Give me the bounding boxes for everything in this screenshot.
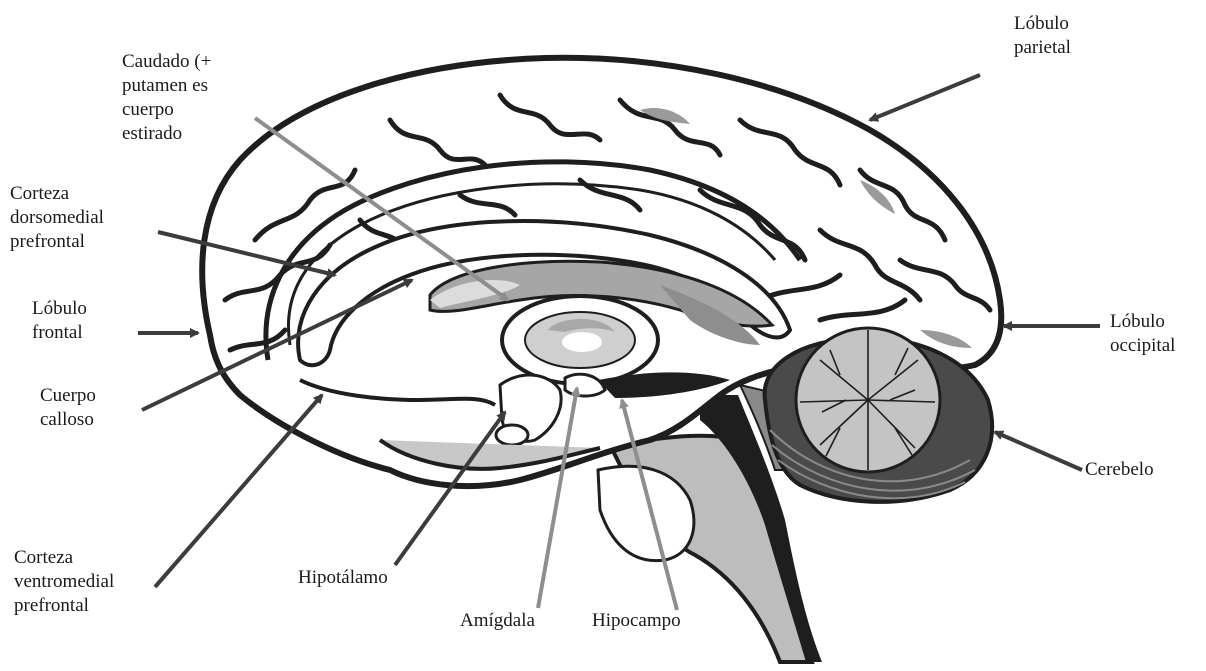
label-line: Corteza [10,182,104,206]
label-line: frontal [32,321,87,345]
label-line: prefrontal [14,594,114,618]
label-line: Lóbulo [1110,310,1175,334]
label-line: Lóbulo [32,297,87,321]
label-caudate: Caudado (+ putamen es cuerpo estirado [122,50,211,146]
label-amygdala: Amígdala [460,609,535,633]
arrow-parietal [870,75,980,120]
label-line: Hipotálamo [298,566,388,590]
label-line: putamen es [122,74,211,98]
label-parietal-lobe: Lóbulo parietal [1014,12,1071,60]
label-line: Cerebelo [1085,458,1154,482]
label-cerebellum: Cerebelo [1085,458,1154,482]
arrow-ventromedial [155,395,322,587]
label-line: cuerpo [122,98,211,122]
thalamus-center [562,332,602,352]
label-line: ventromedial [14,570,114,594]
label-hippocampus: Hipocampo [592,609,681,633]
mammillary-body [496,425,528,445]
label-line: Amígdala [460,609,535,633]
label-line: parietal [1014,36,1071,60]
label-line: estirado [122,122,211,146]
label-dorsomedial-cortex: Corteza dorsomedial prefrontal [10,182,104,254]
label-line: Lóbulo [1014,12,1071,36]
label-line: Caudado (+ [122,50,211,74]
label-line: Corteza [14,546,114,570]
label-line: occipital [1110,334,1175,358]
label-line: Hipocampo [592,609,681,633]
label-frontal-lobe: Lóbulo frontal [32,297,87,345]
arrow-cerebellum [995,432,1082,470]
label-line: dorsomedial [10,206,104,230]
label-corpus-callosum: Cuerpo calloso [40,384,96,432]
label-ventromedial-cortex: Corteza ventromedial prefrontal [14,546,114,618]
label-line: calloso [40,408,96,432]
label-hypothalamus: Hipotálamo [298,566,388,590]
label-occipital-lobe: Lóbulo occipital [1110,310,1175,358]
label-line: Cuerpo [40,384,96,408]
label-line: prefrontal [10,230,104,254]
